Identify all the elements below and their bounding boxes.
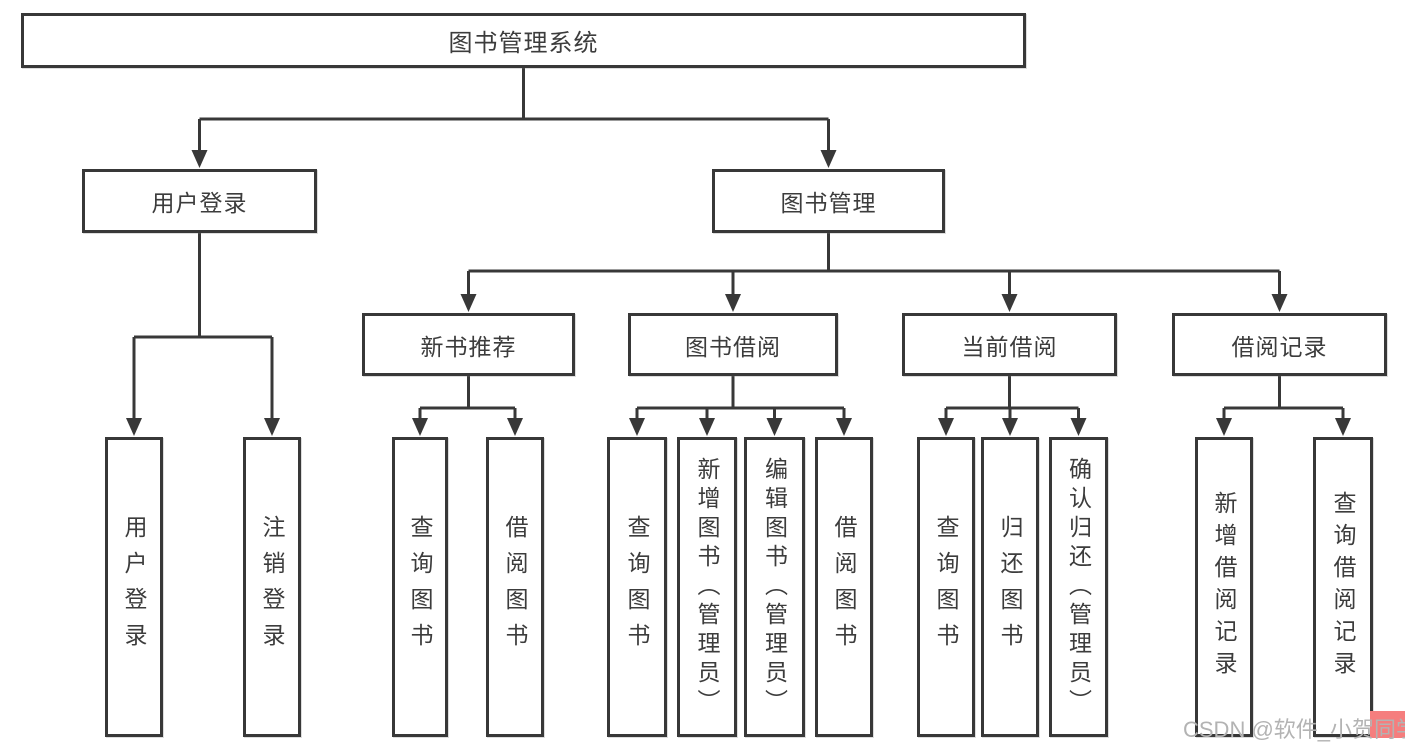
node-leaf-query-books-2: 查询图书 xyxy=(607,437,667,737)
node-leaf-add-borrow-record-label: 新增借阅记录 xyxy=(1211,491,1237,683)
arrowheads xyxy=(126,150,1351,436)
node-new-book-recommend: 新书推荐 xyxy=(362,313,575,376)
node-leaf-query-books-1: 查询图书 xyxy=(392,437,448,737)
node-new-book-recommend-label: 新书推荐 xyxy=(420,333,517,360)
node-book-borrowing-label: 图书借阅 xyxy=(685,333,781,360)
node-leaf-add-borrow-record: 新增借阅记录 xyxy=(1195,437,1253,737)
node-leaf-edit-books-admin-label: 编辑图书（管理员） xyxy=(761,456,788,718)
node-leaf-query-borrow-record: 查询借阅记录 xyxy=(1313,437,1373,737)
node-leaf-add-books-admin-label: 新增图书（管理员） xyxy=(694,456,720,718)
node-leaf-borrow-books-2: 借阅图书 xyxy=(815,437,873,737)
node-root: 图书管理系统 xyxy=(21,13,1026,68)
node-book-management: 图书管理 xyxy=(712,169,945,233)
node-leaf-logout-label: 注销登录 xyxy=(259,515,285,659)
node-current-borrowing-label: 当前借阅 xyxy=(961,333,1058,360)
node-user-login: 用户登录 xyxy=(82,169,317,233)
node-leaf-add-books-admin: 新增图书（管理员） xyxy=(677,437,737,737)
watermark-accent-block xyxy=(1370,711,1405,738)
node-leaf-edit-books-admin: 编辑图书（管理员） xyxy=(744,437,805,737)
node-leaf-query-books-3: 查询图书 xyxy=(917,437,975,737)
node-leaf-logout: 注销登录 xyxy=(243,437,301,737)
node-leaf-query-books-2-label: 查询图书 xyxy=(624,515,650,659)
node-book-management-label: 图书管理 xyxy=(780,190,877,216)
node-book-borrowing: 图书借阅 xyxy=(628,313,838,376)
node-root-label: 图书管理系统 xyxy=(448,30,599,57)
node-borrowing-records-label: 借阅记录 xyxy=(1231,333,1328,360)
node-leaf-query-books-1-label: 查询图书 xyxy=(407,515,433,659)
node-leaf-user-login-label: 用户登录 xyxy=(121,515,147,659)
node-leaf-query-books-3-label: 查询图书 xyxy=(933,515,959,659)
node-leaf-confirm-return-admin-label: 确认归还（管理员） xyxy=(1065,456,1092,718)
node-leaf-confirm-return-admin: 确认归还（管理员） xyxy=(1049,437,1108,737)
node-user-login-label: 用户登录 xyxy=(151,190,248,216)
node-leaf-return-books: 归还图书 xyxy=(981,437,1039,737)
node-leaf-return-books-label: 归还图书 xyxy=(997,515,1023,659)
node-borrowing-records: 借阅记录 xyxy=(1172,313,1387,376)
watermark-text: CSDN @软件_小贺同学 xyxy=(1183,717,1405,742)
node-leaf-borrow-books-2-label: 借阅图书 xyxy=(831,515,857,659)
node-leaf-borrow-books-1: 借阅图书 xyxy=(486,437,544,737)
node-leaf-query-borrow-record-label: 查询借阅记录 xyxy=(1330,491,1356,683)
node-current-borrowing: 当前借阅 xyxy=(902,313,1117,376)
node-leaf-borrow-books-1-label: 借阅图书 xyxy=(502,515,528,659)
node-leaf-user-login: 用户登录 xyxy=(105,437,163,737)
